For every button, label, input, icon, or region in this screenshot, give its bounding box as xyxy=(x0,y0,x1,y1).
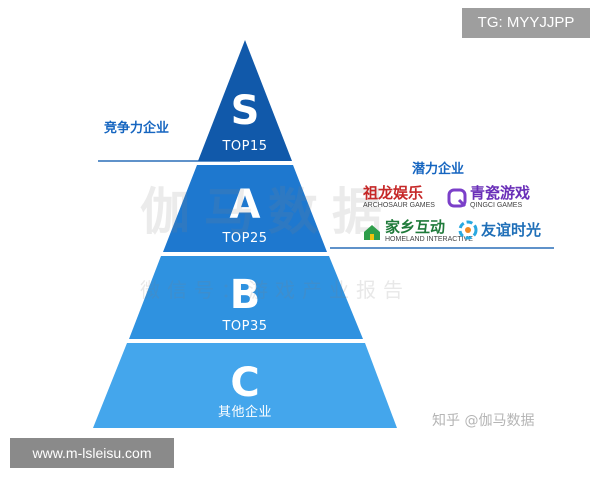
friendtimes-logo-icon xyxy=(458,220,478,240)
tg-badge: TG: MYYJJPP xyxy=(462,8,590,38)
logo-homeland-subtitle: HOMELAND INTERACTIVE xyxy=(385,236,473,243)
qingci-logo-icon xyxy=(447,188,467,207)
tier-c-label: 其他企业 xyxy=(218,404,272,420)
logo-qingci: 青瓷游戏 QINGCI GAMES xyxy=(447,186,530,209)
tier-b-label: TOP35 xyxy=(221,319,267,334)
logo-archosaur-subtitle: ARCHOSAUR GAMES xyxy=(363,202,435,209)
tier-a-label: TOP25 xyxy=(221,231,267,246)
zhihu-watermark: 知乎 @伽马数据 xyxy=(432,413,535,429)
logo-homeland: 家乡互动 HOMELAND INTERACTIVE xyxy=(362,220,473,243)
tier-s-letter: S xyxy=(231,88,260,134)
watermark-small: 微信号：游戏产业报告 xyxy=(140,278,410,302)
tier-c-letter: C xyxy=(230,360,259,406)
homeland-logo-icon xyxy=(364,224,380,240)
potential-enterprise-tag: 潜力企业 xyxy=(412,162,465,177)
logo-qingci-subtitle: QINGCI GAMES xyxy=(470,202,523,209)
logo-friendtimes: 友谊时光 xyxy=(458,220,541,240)
tier-b-letter: B xyxy=(230,272,261,318)
logo-archosaur: 祖龙娱乐 ARCHOSAUR GAMES xyxy=(363,184,435,210)
logo-archosaur-name: 祖龙娱乐 xyxy=(363,184,424,202)
watermark-big: 伽马数据 xyxy=(140,183,396,241)
site-url-badge: www.m-lsleisu.com xyxy=(10,438,174,468)
pyramid-tier-b xyxy=(129,256,363,339)
tier-a-letter: A xyxy=(230,182,261,228)
pyramid-tier-s xyxy=(198,40,292,161)
logo-homeland-name: 家乡互动 xyxy=(385,218,446,236)
tier-s-label: TOP15 xyxy=(221,139,267,154)
pyramid-tier-a xyxy=(163,165,327,252)
logo-qingci-name: 青瓷游戏 xyxy=(470,184,531,202)
pyramid-tier-c xyxy=(93,343,397,428)
competitive-enterprise-tag: 竞争力企业 xyxy=(104,121,170,136)
logo-friendtimes-name: 友谊时光 xyxy=(481,220,542,239)
